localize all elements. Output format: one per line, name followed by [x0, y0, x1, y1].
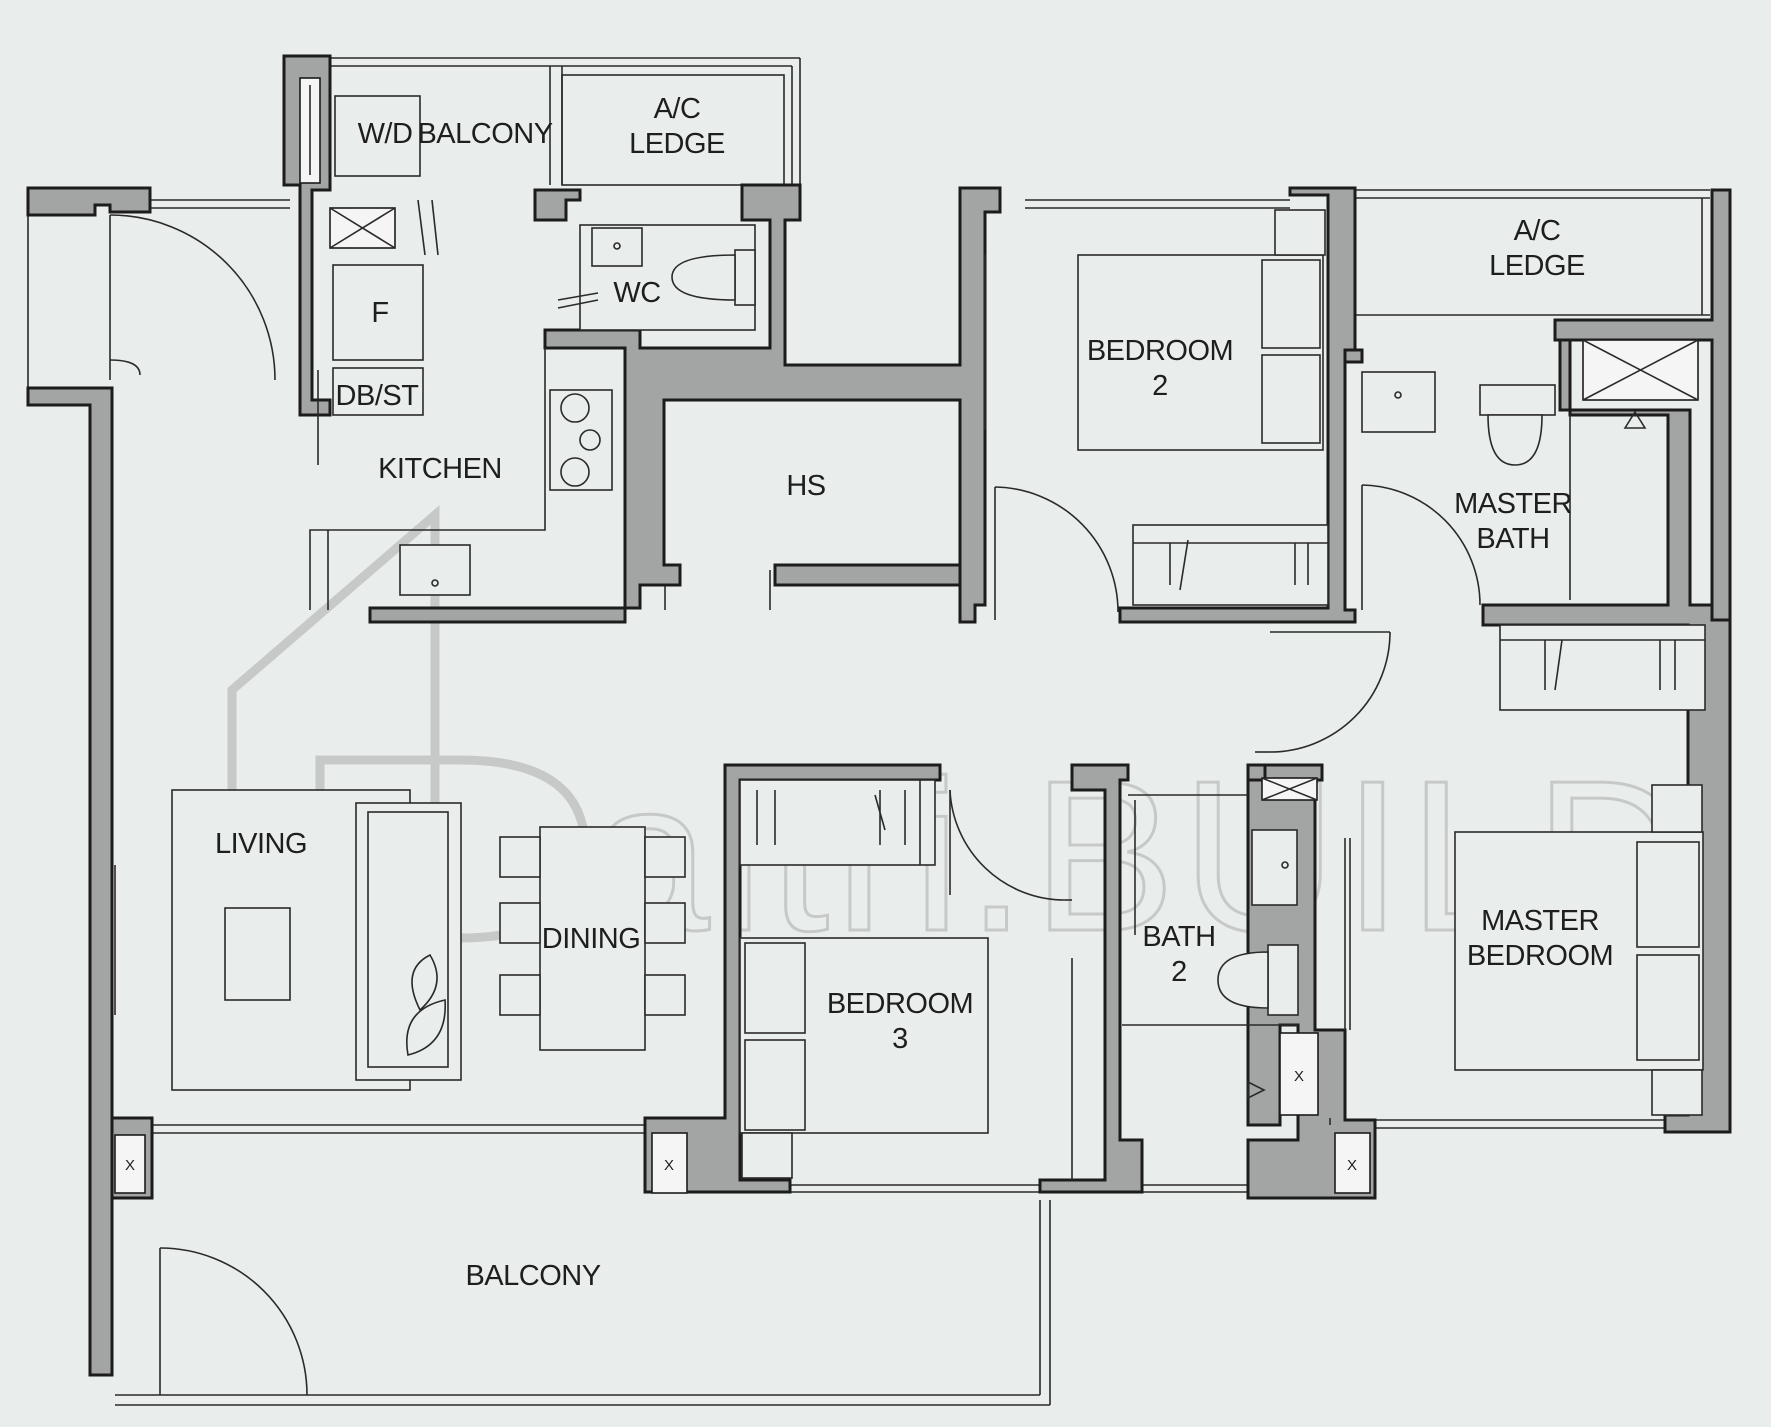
bath2-basin [1251, 829, 1298, 906]
svg-text:X: X [1347, 1157, 1357, 1174]
label-living: LIVING [215, 828, 307, 860]
doors [109, 199, 1481, 1396]
bedroom2-side-table [1274, 209, 1326, 256]
wall-west [26, 386, 114, 1377]
wall-wc-left-stub [533, 188, 582, 222]
label-wd: W/D [358, 118, 413, 150]
bedroom3-pillow-2 [744, 1039, 806, 1131]
fridge [332, 264, 424, 361]
cooktop [549, 389, 613, 491]
master-bath-basin [1361, 371, 1436, 433]
shaft-bath2-bottom [1279, 1032, 1319, 1116]
label-master-bath-line1: MASTER [1454, 488, 1572, 520]
label-ac-ledge-2-line2: LEDGE [1489, 250, 1585, 282]
label-bedroom3-line1: BEDROOM [827, 988, 973, 1020]
label-fridge: F [371, 297, 388, 329]
exterior-lines [27, 57, 1710, 1406]
bedroom3-side-table [741, 1132, 793, 1179]
label-dining: DINING [542, 923, 641, 955]
main-entry-door-swing [109, 214, 276, 381]
master-bedroom-door-swing [1269, 631, 1391, 753]
master-pillow-1 [1636, 841, 1700, 948]
label-bedroom2-line1: BEDROOM [1087, 335, 1233, 367]
plant-leaf-1 [406, 999, 446, 1056]
wall-entry-top [26, 186, 152, 217]
bedroom3-pillow-1 [744, 942, 806, 1034]
shaft-master-bedroom [1334, 1132, 1371, 1194]
kitchen-sink [399, 544, 471, 596]
bath2-cistern [1267, 944, 1299, 1016]
master-side-table-2 [1651, 1069, 1703, 1116]
wc-toilet [671, 254, 736, 301]
bedroom2-pillow-1 [1261, 259, 1321, 349]
bedroom3-door-swing [949, 789, 1066, 901]
plant-leaf-2 [411, 953, 438, 1012]
bedroom2-pillow-2 [1261, 354, 1321, 444]
label-ac-ledge-1-line1: A/C [654, 93, 701, 125]
label-dbst: DB/ST [336, 380, 420, 412]
label-wc: WC [613, 277, 660, 309]
label-ac-ledge-2-line1: A/C [1514, 215, 1561, 247]
label-hs: HS [786, 470, 825, 502]
shaft-bedroom3 [651, 1132, 688, 1194]
fixtures [114, 95, 1706, 1180]
label-kitchen: KITCHEN [378, 453, 502, 485]
walls [26, 54, 1732, 1377]
svg-text:X: X [664, 1157, 674, 1174]
label-bath2-line2: 2 [1171, 956, 1187, 988]
wc-basin [591, 227, 643, 267]
label-master-bedroom-line2: BEDROOM [1467, 940, 1613, 972]
room-labels: W/D BALCONY A/C LEDGE WC F DB/ST KITCHEN… [215, 93, 1614, 1292]
wall-master-bath-stub [1343, 348, 1364, 364]
bath2-toilet [1217, 951, 1269, 1009]
master-pillow-2 [1636, 954, 1700, 1061]
svg-text:X: X [1294, 1068, 1304, 1085]
dining-table [539, 826, 646, 1051]
label-balcony-main: BALCONY [465, 1260, 600, 1292]
db-st-cabinet [332, 367, 424, 416]
wall-hs-enclosure [368, 183, 1002, 624]
coffee-table [224, 907, 291, 1001]
svg-text:X: X [125, 1157, 135, 1174]
shaft-balcony-left [114, 1134, 146, 1194]
kitchen-counter-outline [309, 348, 546, 610]
label-master-bath-line2: BATH [1476, 523, 1549, 555]
label-bath2-line1: BATH [1142, 921, 1215, 953]
master-bath-door-swing [1361, 484, 1481, 606]
bedroom3-wardrobe [739, 779, 936, 866]
wall-bedroom3-right [1038, 763, 1144, 1194]
label-ac-ledge-1-line2: LEDGE [629, 128, 725, 160]
master-bath-cistern [1479, 384, 1556, 416]
bedroom2-door-swing [994, 486, 1119, 613]
master-bath-toilet [1487, 414, 1543, 466]
master-bath-floor-marker [1623, 410, 1647, 429]
balcony-door-swing [159, 1247, 308, 1396]
wall-hs-bottom-right [773, 563, 962, 587]
master-wardrobe [1499, 624, 1706, 711]
label-master-bedroom-line1: MASTER [1481, 905, 1599, 937]
master-side-table-1 [1651, 784, 1703, 833]
wc-cistern [734, 249, 756, 306]
bath2-floor-marker [1247, 1080, 1266, 1100]
label-bedroom3-line2: 3 [892, 1023, 908, 1055]
bedroom2-wardrobe [1132, 524, 1329, 606]
label-bedroom2-line2: 2 [1152, 370, 1168, 402]
label-balcony-top: BALCONY [417, 118, 552, 150]
washer-dryer [334, 95, 421, 177]
service-shafts: X X X X [114, 77, 1699, 1194]
